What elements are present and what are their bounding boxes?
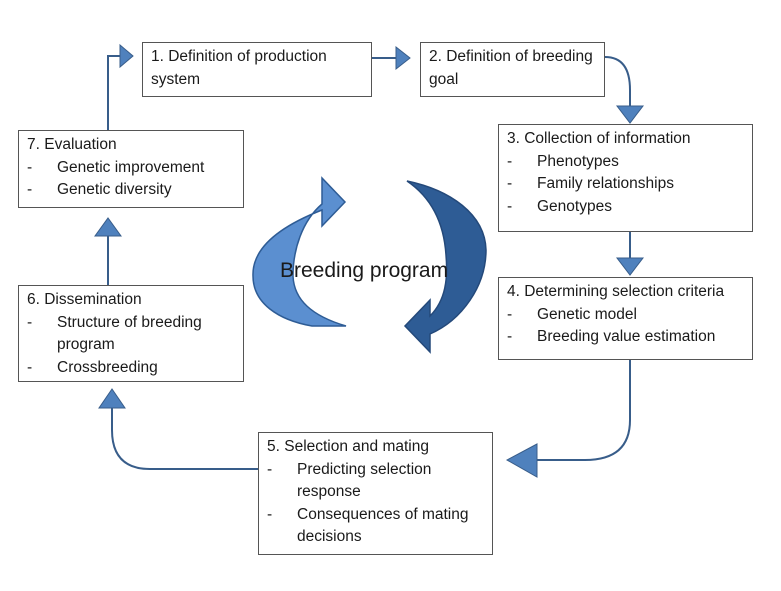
step-5-item-list: Predicting selection response Consequenc… (267, 459, 484, 549)
step-3-item-list: Phenotypes Family relationships Genotype… (507, 151, 744, 219)
step-4-item: Breeding value estimation (507, 326, 750, 349)
step-7-item: Genetic improvement (27, 157, 235, 180)
step-1-definition-of-production-system: 1. Definition of production system (142, 42, 372, 97)
arrowhead-into-step-1 (119, 43, 134, 69)
step-5-item: Consequences of mating decisions (267, 504, 484, 549)
step-7-item: Genetic diversity (27, 179, 235, 202)
step-6-item-list: Structure of breeding program Crossbreed… (27, 312, 235, 380)
step-5-title: 5. Selection and mating (267, 438, 429, 455)
step-6-title: 6. Dissemination (27, 291, 142, 308)
connector-5-to-6 (111, 408, 258, 470)
step-3-item: Genotypes (507, 196, 744, 219)
cycle-arrows (252, 176, 487, 354)
step-6-item: Crossbreeding (27, 357, 235, 380)
connector-2-to-3 (604, 56, 631, 106)
step-2-title: 2. Definition of breeding goal (429, 48, 593, 88)
breeding-program-label: Breeding program (280, 259, 449, 282)
arrowhead-into-step-4 (615, 257, 645, 276)
step-4-determining-selection-criteria: 4. Determining selection criteria Geneti… (498, 277, 753, 360)
step-4-title: 4. Determining selection criteria (507, 283, 725, 300)
step-7-item-list: Genetic improvement Genetic diversity (27, 157, 235, 202)
connector-4-to-5 (535, 360, 631, 461)
step-5-selection-and-mating: 5. Selection and mating Predicting selec… (258, 432, 493, 555)
step-2-definition-of-breeding-goal: 2. Definition of breeding goal (420, 42, 605, 97)
step-4-item: Genetic model (507, 304, 750, 327)
cycle-arrow-left (252, 176, 347, 327)
arrowhead-into-step-6 (98, 388, 126, 409)
step-3-title: 3. Collection of information (507, 130, 691, 147)
connector-7-to-1 (107, 55, 120, 130)
step-7-evaluation: 7. Evaluation Genetic improvement Geneti… (18, 130, 244, 208)
step-7-title: 7. Evaluation (27, 136, 117, 153)
arrowhead-into-step-3 (615, 105, 645, 124)
step-3-item: Phenotypes (507, 151, 744, 174)
step-3-item: Family relationships (507, 173, 744, 196)
step-3-collection-of-information: 3. Collection of information Phenotypes … (498, 124, 753, 232)
step-5-item: Predicting selection response (267, 459, 484, 504)
arrowhead-into-step-5 (505, 443, 538, 478)
cycle-arrow-right (403, 180, 487, 354)
step-1-title: 1. Definition of production system (151, 48, 327, 88)
step-6-dissemination: 6. Dissemination Structure of breeding p… (18, 285, 244, 382)
arrowhead-into-step-7 (94, 217, 122, 237)
step-4-item-list: Genetic model Breeding value estimation (507, 304, 750, 349)
arrowhead-into-step-2 (395, 45, 411, 71)
step-6-item: Structure of breeding program (27, 312, 235, 357)
